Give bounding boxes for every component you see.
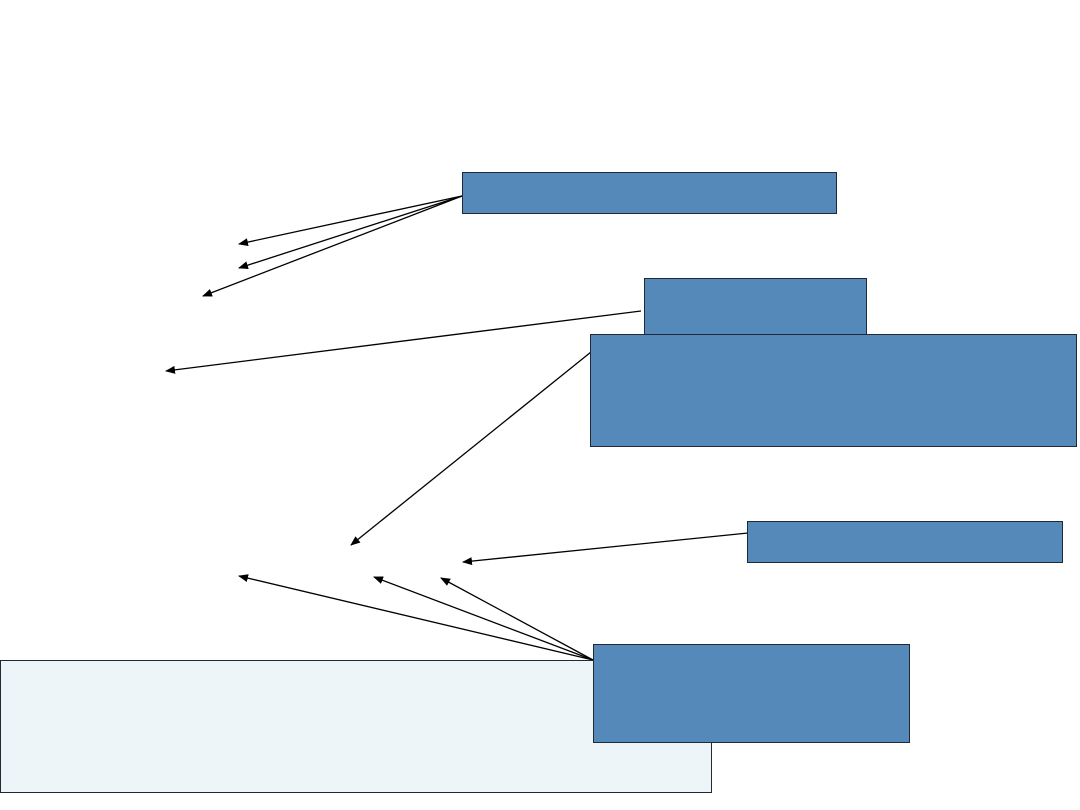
arrow-bottom-2: [373, 576, 594, 661]
arrow-center-diagonal: [350, 351, 592, 546]
arrow-top-1: [238, 195, 463, 247]
arrow-top-3: [202, 195, 463, 297]
label-box-top: [462, 172, 837, 214]
label-box-small: [644, 278, 867, 336]
arrow-bottom-3: [440, 577, 594, 661]
arrow-top-2: [238, 195, 463, 270]
arrow-mid-left: [165, 310, 642, 374]
arrow-bottom-1: [238, 574, 594, 661]
label-box-right: [747, 521, 1063, 563]
label-box-bottom: [593, 644, 910, 743]
arrow-right-box: [462, 532, 749, 566]
label-box-wide: [590, 334, 1077, 447]
